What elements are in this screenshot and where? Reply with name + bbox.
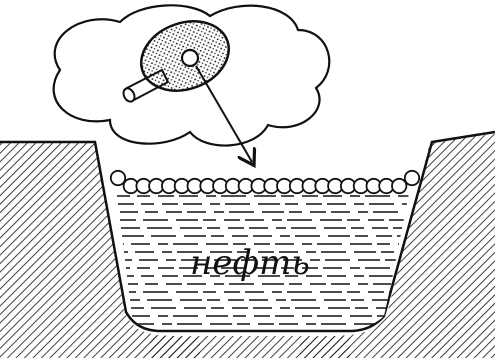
ball-row (111, 171, 419, 193)
surface-ball (405, 171, 419, 185)
ball-on-paddle (182, 50, 198, 66)
oil-label: нефть (190, 243, 310, 283)
surface-ball (392, 179, 406, 193)
surface-ball (111, 171, 125, 185)
ground-bottom (150, 336, 350, 358)
